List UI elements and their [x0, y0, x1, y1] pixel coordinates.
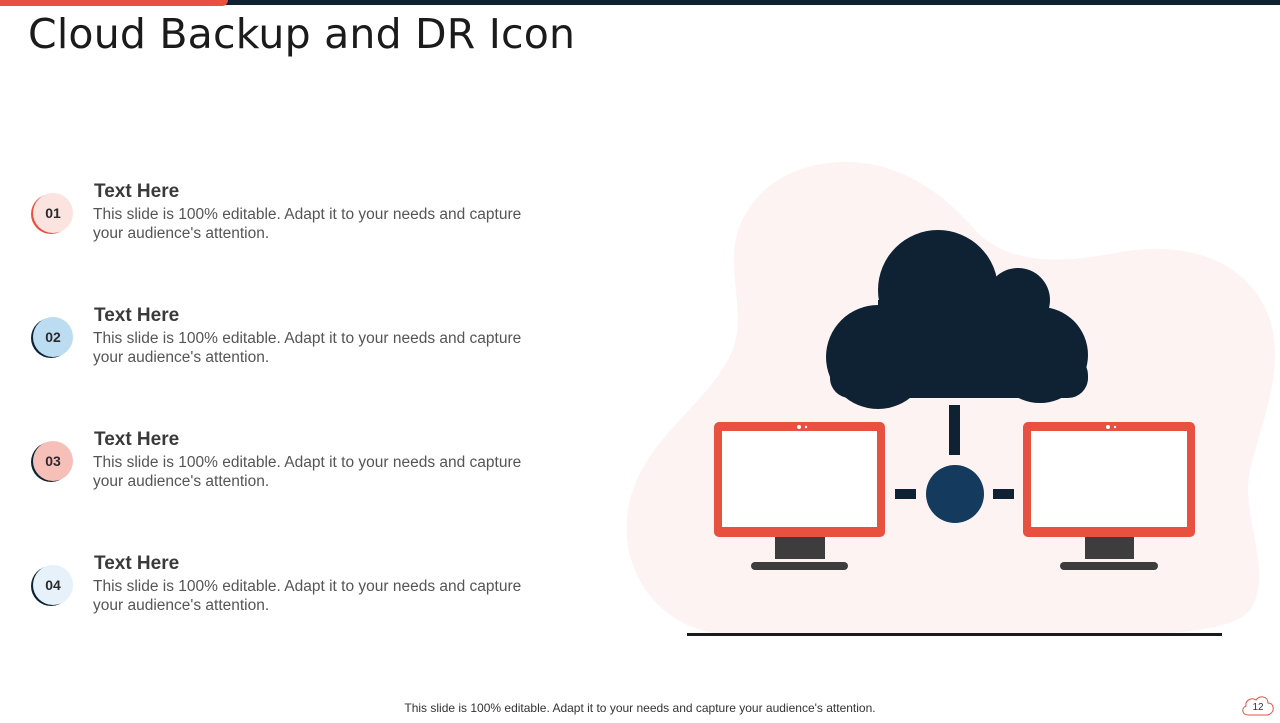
- list-item: 04 Text Here This slide is 100% editable…: [33, 553, 553, 625]
- item-heading: Text Here: [94, 181, 180, 202]
- page-number-text: 12: [1252, 702, 1264, 713]
- top-bar-accent: [0, 0, 228, 6]
- number-badge: 02: [33, 317, 73, 357]
- cloud-badge-icon: 12: [1242, 696, 1274, 716]
- item-body: This slide is 100% editable. Adapt it to…: [93, 578, 522, 614]
- monitor-icon: [1023, 422, 1195, 570]
- footer-note: This slide is 100% editable. Adapt it to…: [404, 701, 876, 715]
- number-badge: 04: [33, 565, 73, 605]
- ground-line: [687, 633, 1222, 636]
- network-node-icon: [895, 405, 1014, 523]
- monitor-icon: [714, 422, 885, 570]
- cloud-icon: [826, 230, 1088, 409]
- page-number: 12: [1240, 694, 1276, 718]
- item-heading: Text Here: [94, 305, 180, 326]
- list-item: 02 Text Here This slide is 100% editable…: [33, 305, 553, 377]
- number-badge: 03: [33, 441, 73, 481]
- list-item: 03 Text Here This slide is 100% editable…: [33, 429, 553, 501]
- cloud-backup-illustration: [626, 161, 1275, 636]
- item-heading: Text Here: [94, 429, 180, 450]
- item-heading: Text Here: [94, 553, 180, 574]
- item-body: This slide is 100% editable. Adapt it to…: [93, 206, 522, 242]
- item-body: This slide is 100% editable. Adapt it to…: [93, 454, 522, 490]
- number-badge: 01: [33, 193, 73, 233]
- top-bar: [0, 0, 1280, 5]
- page-title: Cloud Backup and DR Icon: [28, 10, 576, 58]
- list-item: 01 Text Here This slide is 100% editable…: [33, 181, 553, 253]
- item-body: This slide is 100% editable. Adapt it to…: [93, 330, 522, 366]
